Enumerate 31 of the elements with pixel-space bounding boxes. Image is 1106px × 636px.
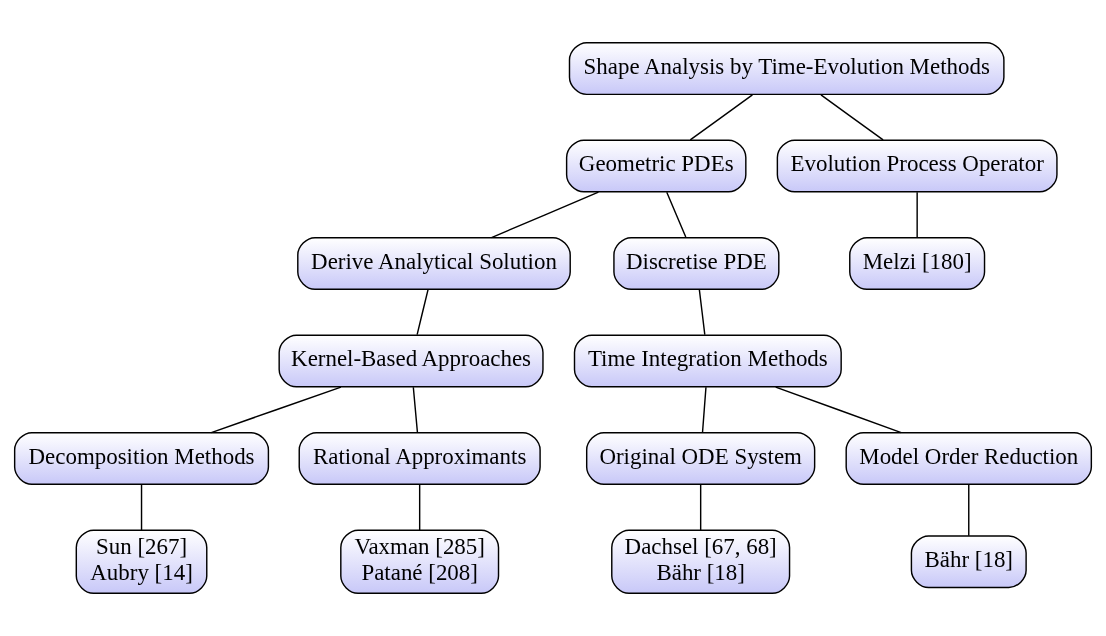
node-box: Melzi [180] xyxy=(849,237,986,291)
node-box: Geometric PDEs xyxy=(565,139,747,193)
connector xyxy=(418,484,421,531)
node-box: Model Order Reduction xyxy=(845,431,1093,486)
node-box: Rational Approximants xyxy=(298,431,541,486)
node-box: Sun [267] Aubry [14] xyxy=(75,529,208,594)
node-box: Bähr [18] xyxy=(910,535,1027,589)
connector xyxy=(968,484,970,537)
connector xyxy=(699,484,702,531)
node-box: Original ODE System xyxy=(585,431,816,486)
node-box: Discretise PDE xyxy=(613,237,780,291)
connector xyxy=(820,94,884,141)
connector xyxy=(689,94,754,141)
node-box: Evolution Process Operator xyxy=(776,139,1058,193)
node-box: Vaxman [285] Patané [208] xyxy=(340,529,500,594)
connector xyxy=(775,386,902,434)
connector xyxy=(701,386,707,433)
connector xyxy=(416,289,429,336)
node-box: Dachsel [67, 68] Bähr [18] xyxy=(611,529,791,594)
connector xyxy=(666,191,687,238)
node-box: Derive Analytical Solution xyxy=(297,237,571,291)
connector xyxy=(916,191,918,238)
node-box: Shape Analysis by Time-Evolution Methods xyxy=(568,42,1005,96)
node-box: Time Integration Methods xyxy=(573,334,842,388)
node-box: Decomposition Methods xyxy=(13,431,270,486)
connector xyxy=(210,386,342,434)
connector xyxy=(140,484,143,531)
connector xyxy=(698,289,706,336)
node-box: Kernel-Based Approaches xyxy=(278,334,544,388)
connector xyxy=(490,191,600,239)
connector xyxy=(412,386,419,433)
